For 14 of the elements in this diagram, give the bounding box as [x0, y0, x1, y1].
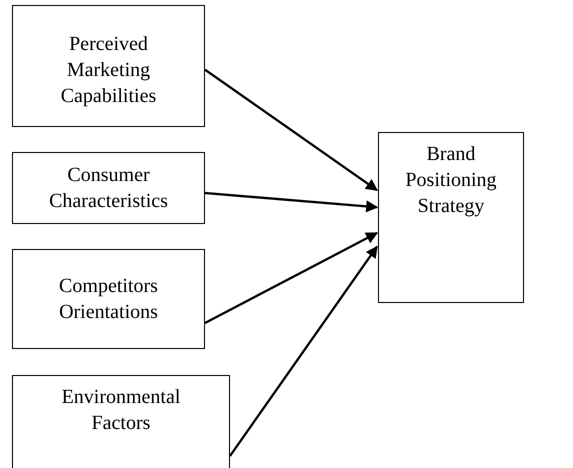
arrow	[204, 232, 378, 324]
box	[12, 375, 230, 468]
arrow	[229, 246, 378, 457]
box-label: Competitors Orientations	[58, 274, 159, 325]
box-label: Environmental Factors	[60, 385, 182, 436]
box	[378, 132, 524, 303]
box-label: Brand Positioning Strategy	[404, 142, 498, 219]
box	[12, 5, 205, 127]
box-label: Perceived Marketing Capabilities	[60, 32, 158, 109]
arrow	[204, 68, 378, 192]
arrow	[204, 192, 378, 212]
box	[12, 249, 205, 349]
box	[12, 152, 205, 224]
box-label: Consumer Characteristics	[48, 163, 169, 214]
